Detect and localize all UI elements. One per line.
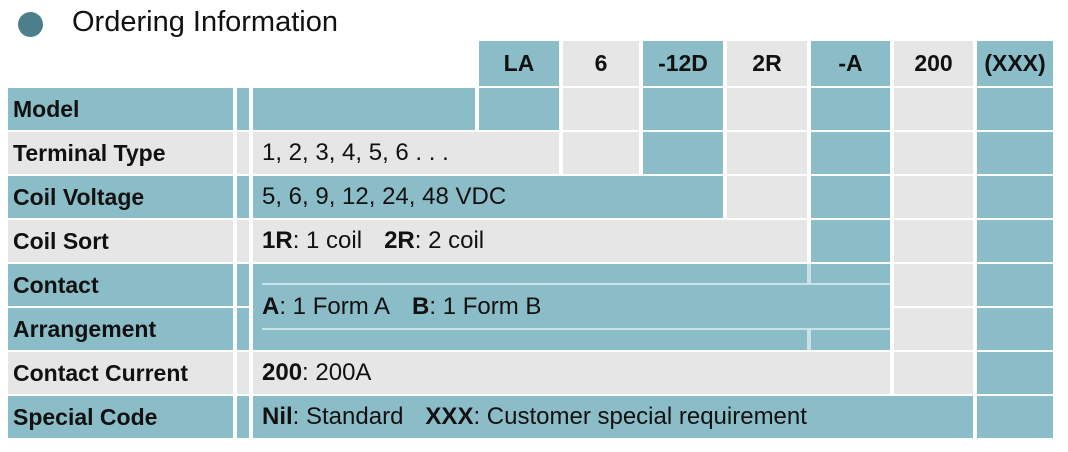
spacer-cell	[237, 88, 249, 130]
ordering-table: LA 6 -12D 2R -A 200 (XXX) Model Terminal…	[8, 41, 1053, 438]
column-band-cell	[894, 352, 973, 394]
header-code-xxx: (XXX)	[977, 41, 1053, 86]
column-band-cell	[563, 88, 639, 130]
spacer-cell	[237, 264, 249, 306]
column-band-cell	[727, 132, 807, 174]
column-band-cell	[894, 220, 973, 262]
code-desc: : 1 Form B	[429, 293, 542, 320]
code-desc: : 1 Form A	[279, 293, 391, 320]
page-title: Ordering Information	[72, 6, 338, 38]
header-code-12d: -12D	[643, 41, 723, 86]
header-code-200: 200	[894, 41, 973, 86]
header-code-6: 6	[563, 41, 639, 86]
column-band-cell	[811, 176, 890, 218]
grid-line	[262, 328, 890, 330]
row-value-contact-arrangement: A: 1 Form A B: 1 Form B	[253, 264, 890, 350]
grid-line	[262, 283, 890, 285]
column-band-cell	[894, 264, 973, 306]
header-code-la: LA	[479, 41, 559, 86]
code-token: 1R	[262, 227, 293, 254]
column-band-cell	[479, 88, 559, 130]
column-band-cell	[977, 352, 1053, 394]
code-token: 2R	[384, 227, 415, 254]
row-label-contact-current: Contact Current	[8, 352, 233, 394]
header-code-a: -A	[811, 41, 890, 86]
row-value-coil-voltage: 5, 6, 9, 12, 24, 48 VDC	[253, 176, 723, 218]
column-band-cell	[977, 308, 1053, 350]
column-band-cell	[727, 88, 807, 130]
column-band-cell	[894, 308, 973, 350]
row-label-arrangement: Arrangement	[8, 308, 233, 350]
spacer-cell	[237, 308, 249, 350]
bullet-icon	[18, 12, 43, 37]
row-value-special-code: Nil: Standard XXX: Customer special requi…	[253, 396, 973, 438]
column-band-cell	[894, 132, 973, 174]
column-band-cell	[977, 220, 1053, 262]
code-desc: : 1 coil	[292, 227, 363, 254]
column-band-cell	[811, 88, 890, 130]
column-band-cell	[977, 88, 1053, 130]
code-token: A	[262, 293, 280, 320]
row-value-terminal-type: 1, 2, 3, 4, 5, 6 . . .	[253, 132, 559, 174]
row-label-coil-sort: Coil Sort	[8, 220, 233, 262]
code-token: B	[412, 293, 430, 320]
code-token: XXX	[425, 403, 474, 430]
row-label-coil-voltage: Coil Voltage	[8, 176, 233, 218]
spacer-cell	[237, 220, 249, 262]
row-label-special-code: Special Code	[8, 396, 233, 438]
grid-line	[807, 330, 811, 350]
code-desc: : 200A	[302, 359, 372, 386]
column-band-cell	[977, 132, 1053, 174]
spacer-cell	[237, 176, 249, 218]
spacer-cell	[237, 396, 249, 438]
column-band-cell	[727, 220, 807, 262]
column-band-cell	[977, 176, 1053, 218]
spacer-cell	[237, 352, 249, 394]
column-band-cell	[643, 132, 723, 174]
row-label-model: Model	[8, 88, 233, 130]
grid-line	[807, 264, 811, 283]
row-label-terminal-type: Terminal Type	[8, 132, 233, 174]
row-value-model	[253, 88, 475, 130]
code-desc: : Customer special requirement	[473, 403, 807, 430]
code-desc: : 2 coil	[414, 227, 485, 254]
column-band-cell	[894, 176, 973, 218]
code-token: 200	[262, 359, 303, 386]
column-band-cell	[643, 88, 723, 130]
code-token: Nil	[262, 403, 293, 430]
column-band-cell	[811, 132, 890, 174]
column-band-cell	[894, 88, 973, 130]
column-band-cell	[977, 264, 1053, 306]
row-value-coil-sort: 1R: 1 coil 2R: 2 coil	[253, 220, 807, 262]
header-code-2r: 2R	[727, 41, 807, 86]
row-value-contact-current: 200: 200A	[253, 352, 890, 394]
column-band-cell	[727, 176, 807, 218]
column-band-cell	[811, 220, 890, 262]
column-band-cell	[977, 396, 1053, 438]
column-band-cell	[563, 132, 639, 174]
code-desc: : Standard	[292, 403, 404, 430]
spacer-cell	[237, 132, 249, 174]
row-label-contact: Contact	[8, 264, 233, 306]
